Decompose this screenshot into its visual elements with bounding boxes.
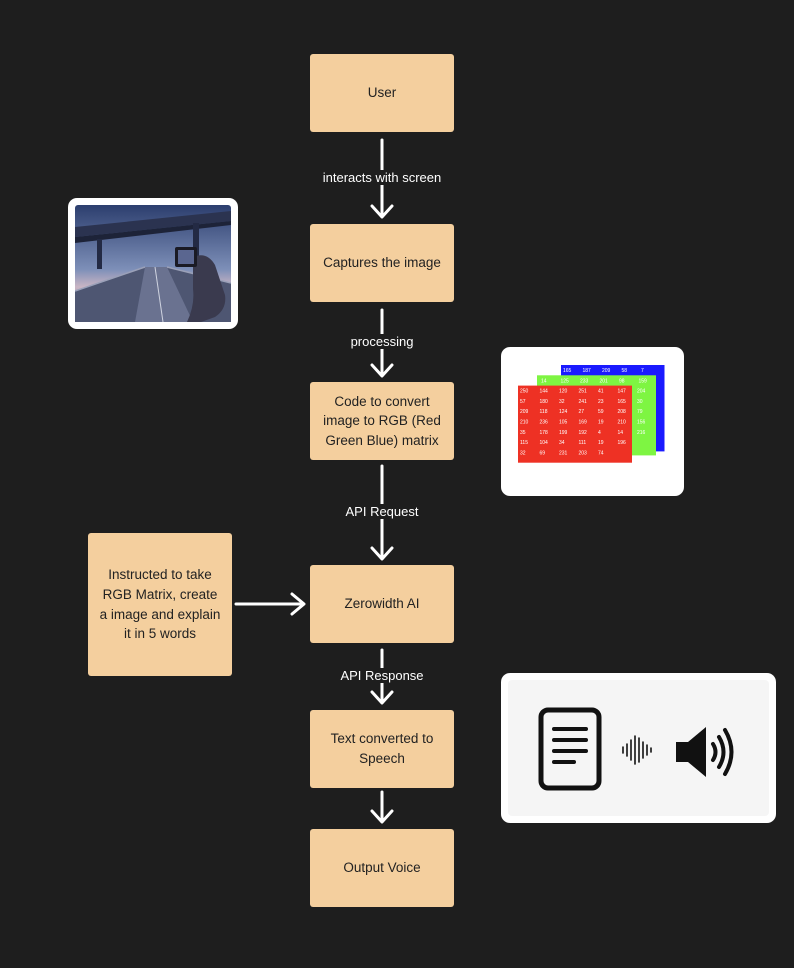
matrix-red-value: 231 <box>559 450 568 456</box>
node-ai: Zerowidth AI <box>310 565 454 643</box>
matrix-red-value: 35 <box>520 430 526 436</box>
matrix-red-value: 203 <box>579 450 588 456</box>
matrix-red-value: 27 <box>579 409 585 415</box>
matrix-green-value: 14 <box>541 378 547 384</box>
node-instruction-label: Instructed to take RGB Matrix, create a … <box>99 567 221 642</box>
node-ai-label: Zerowidth AI <box>344 596 420 612</box>
matrix-red-value: 165 <box>618 399 627 405</box>
matrix-red-value: 69 <box>540 450 546 456</box>
matrix-red-value: 196 <box>618 440 627 446</box>
matrix-red-value: 19 <box>598 440 604 446</box>
matrix-red-value: 236 <box>540 420 549 426</box>
matrix-red-value: 115 <box>520 440 528 446</box>
matrix-blue-value: 58 <box>622 368 628 374</box>
matrix-red-value: 41 <box>598 389 604 395</box>
matrix-red-value: 208 <box>618 409 627 415</box>
node-tts-label: Text converted to Speech <box>330 731 434 766</box>
matrix-red-value: 120 <box>559 389 568 395</box>
arrowhead-output <box>370 809 394 824</box>
matrix-red-value: 104 <box>540 440 549 446</box>
edge-label-api-request: API Request <box>282 504 482 519</box>
matrix-red-value: 19 <box>598 420 604 426</box>
node-convert: Code to convert image to RGB (Red Green … <box>310 382 454 460</box>
matrix-red-value: 4 <box>598 430 601 436</box>
node-output-label: Output Voice <box>343 860 421 876</box>
node-convert-label: Code to convert image to RGB (Red Green … <box>323 393 441 448</box>
matrix-blue-value: 187 <box>583 368 592 374</box>
speech-card <box>501 673 776 823</box>
node-user-label: User <box>367 85 397 101</box>
node-output: Output Voice <box>310 829 454 907</box>
matrix-red-value: 32 <box>520 450 526 456</box>
matrix-red-value: 14 <box>618 430 624 436</box>
arrowhead-ai <box>370 546 394 561</box>
matrix-red-value: 105 <box>559 420 568 426</box>
matrix-red-value: 57 <box>520 399 526 405</box>
photo-of-road-under-bridge-icon <box>74 205 232 323</box>
matrix-red-layer <box>518 385 632 463</box>
matrix-red-value: 79 <box>637 409 643 415</box>
edge-label-interacts: interacts with screen <box>282 170 482 185</box>
edge-label-api-response: API Response <box>282 668 482 683</box>
soundwave-icon <box>622 735 652 765</box>
matrix-red-value: 216 <box>637 430 646 436</box>
matrix-red-value: 210 <box>520 420 529 426</box>
node-user: User <box>310 54 454 132</box>
matrix-red-value: 250 <box>520 389 529 395</box>
matrix-red-value: 210 <box>618 420 627 426</box>
matrix-red-value: 251 <box>579 389 588 395</box>
matrix-green-value: 201 <box>600 378 609 384</box>
matrix-red-value: 23 <box>598 399 604 405</box>
matrix-red-value: 156 <box>637 420 646 426</box>
speaker-volume-icon <box>676 727 734 777</box>
matrix-red-value: 178 <box>540 430 549 436</box>
matrix-red-value: 34 <box>559 440 565 446</box>
matrix-green-value: 233 <box>580 378 589 384</box>
matrix-red-value: 180 <box>540 399 549 405</box>
matrix-red-value: 111 <box>579 440 587 446</box>
document-icon <box>538 707 602 791</box>
arrowhead-convert <box>370 363 394 378</box>
matrix-red-value: 241 <box>579 399 588 405</box>
matrix-red-value: 204 <box>637 389 646 395</box>
matrix-red-value: 124 <box>559 409 568 415</box>
matrix-blue-value: 7 <box>641 368 644 374</box>
matrix-red-value: 209 <box>520 409 529 415</box>
arrowhead-instruction <box>290 592 306 616</box>
matrix-red-value: 144 <box>540 389 549 395</box>
matrix-blue-value: 209 <box>602 368 611 374</box>
matrix-red-value: 192 <box>579 430 588 436</box>
matrix-red-value: 118 <box>540 409 548 415</box>
matrix-red-value: 147 <box>618 389 627 395</box>
arrowhead-tts <box>370 690 394 705</box>
matrix-red-value: 74 <box>598 450 604 456</box>
matrix-green-value: 98 <box>619 378 625 384</box>
matrix-red-value: 59 <box>598 409 604 415</box>
node-capture-label: Captures the image <box>323 255 441 271</box>
matrix-blue-value: 165 <box>563 368 572 374</box>
matrix-red-value: 32 <box>559 399 565 405</box>
matrix-red-value: 199 <box>559 430 568 436</box>
edge-label-processing: processing <box>282 334 482 349</box>
matrix-green-value: 159 <box>639 378 648 384</box>
arrowhead-capture <box>370 204 394 219</box>
matrix-red-value: 169 <box>579 420 588 426</box>
matrix-green-value: 125 <box>561 378 570 384</box>
node-tts: Text converted to Speech <box>310 710 454 788</box>
node-capture: Captures the image <box>310 224 454 302</box>
matrix-red-value: 30 <box>637 399 643 405</box>
node-instruction: Instructed to take RGB Matrix, create a … <box>88 533 232 676</box>
photo-card <box>68 198 238 329</box>
